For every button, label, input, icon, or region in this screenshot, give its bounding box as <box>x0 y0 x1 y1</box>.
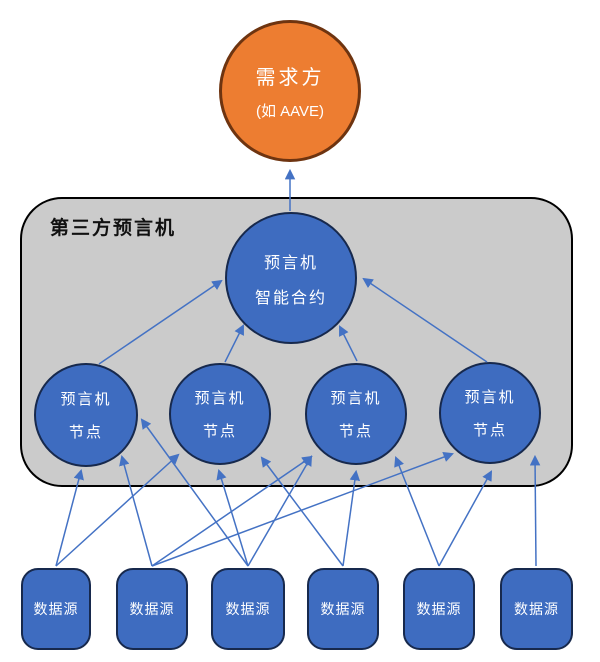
contract-label-line2: 智能合约 <box>254 289 327 307</box>
node-label-line1: 预言机 <box>60 391 112 408</box>
panel-title: 第三方预言机 <box>50 218 177 239</box>
node-label-line1: 预言机 <box>194 390 246 407</box>
data-source-2: 数据源 <box>116 568 188 650</box>
oracle-smart-contract-circle: 预言机 智能合约 <box>225 212 357 344</box>
demand-side-circle: 需求方 (如 AAVE) <box>219 20 361 162</box>
data-source-4: 数据源 <box>307 568 379 650</box>
node-label-line2: 节点 <box>68 424 103 441</box>
demand-side-subtitle: (如 AAVE) <box>255 103 325 120</box>
oracle-node-2: 预言机 节点 <box>169 363 271 465</box>
demand-side-title: 需求方 <box>255 67 325 89</box>
node-label-line1: 预言机 <box>330 390 382 407</box>
node-label-line2: 节点 <box>472 422 507 439</box>
oracle-node-1: 预言机 节点 <box>34 363 138 467</box>
data-source-6: 数据源 <box>500 568 573 650</box>
data-source-3: 数据源 <box>211 568 285 650</box>
contract-label-line1: 预言机 <box>263 254 318 272</box>
node-label-line2: 节点 <box>202 423 237 440</box>
node-label-line2: 节点 <box>338 423 373 440</box>
oracle-node-3: 预言机 节点 <box>305 363 407 465</box>
node-label-line1: 预言机 <box>464 389 516 406</box>
data-source-5: 数据源 <box>403 568 475 650</box>
data-source-1: 数据源 <box>21 568 91 650</box>
oracle-node-4: 预言机 节点 <box>439 362 541 464</box>
